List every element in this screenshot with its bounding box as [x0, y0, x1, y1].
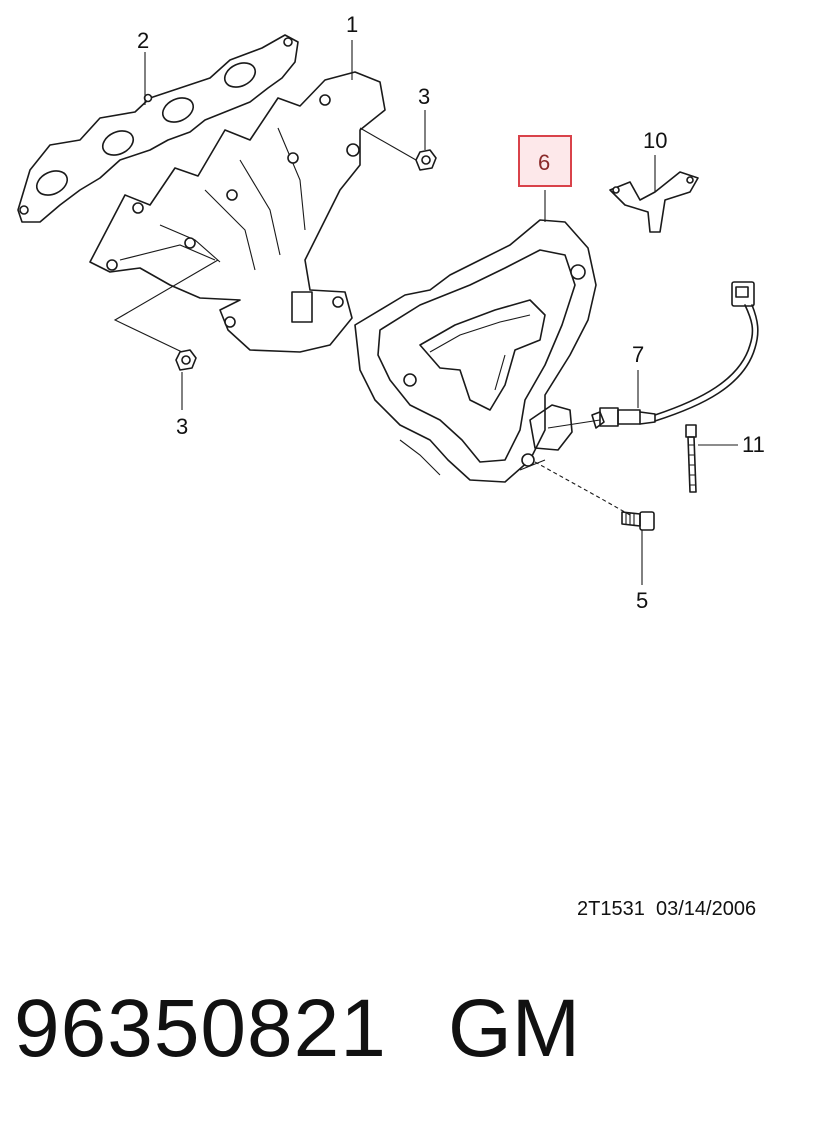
brand-name: GM: [448, 983, 581, 1074]
part-number: 96350821: [14, 983, 387, 1074]
callout-1[interactable]: 1: [346, 12, 358, 37]
long-stud: [685, 424, 697, 493]
highlight-box: [518, 135, 572, 187]
bracket: [609, 171, 699, 233]
nut-lower: [175, 349, 197, 371]
manifold-gasket: [17, 34, 299, 223]
drawing-stamp: 2T1531 03/14/2006: [577, 898, 756, 921]
drawing-date: 03/14/2006: [655, 898, 757, 920]
bolt: [621, 511, 655, 531]
callout-2[interactable]: 2: [137, 28, 149, 53]
drawing-code: 2T1531: [577, 898, 645, 920]
callout-3-upper[interactable]: 3: [418, 84, 430, 109]
nut-upper: [415, 149, 437, 171]
callout-5[interactable]: 5: [636, 588, 648, 613]
callout-3-lower[interactable]: 3: [176, 414, 188, 439]
callout-7[interactable]: 7: [632, 342, 644, 367]
heat-shield: [354, 219, 597, 483]
callout-11[interactable]: 11: [742, 432, 765, 457]
callout-6[interactable]: 6: [538, 150, 550, 175]
oxygen-sensor: [591, 281, 759, 429]
callout-10[interactable]: 10: [643, 128, 667, 153]
leader-lines: [113, 40, 738, 585]
exhaust-manifold: [89, 71, 386, 353]
